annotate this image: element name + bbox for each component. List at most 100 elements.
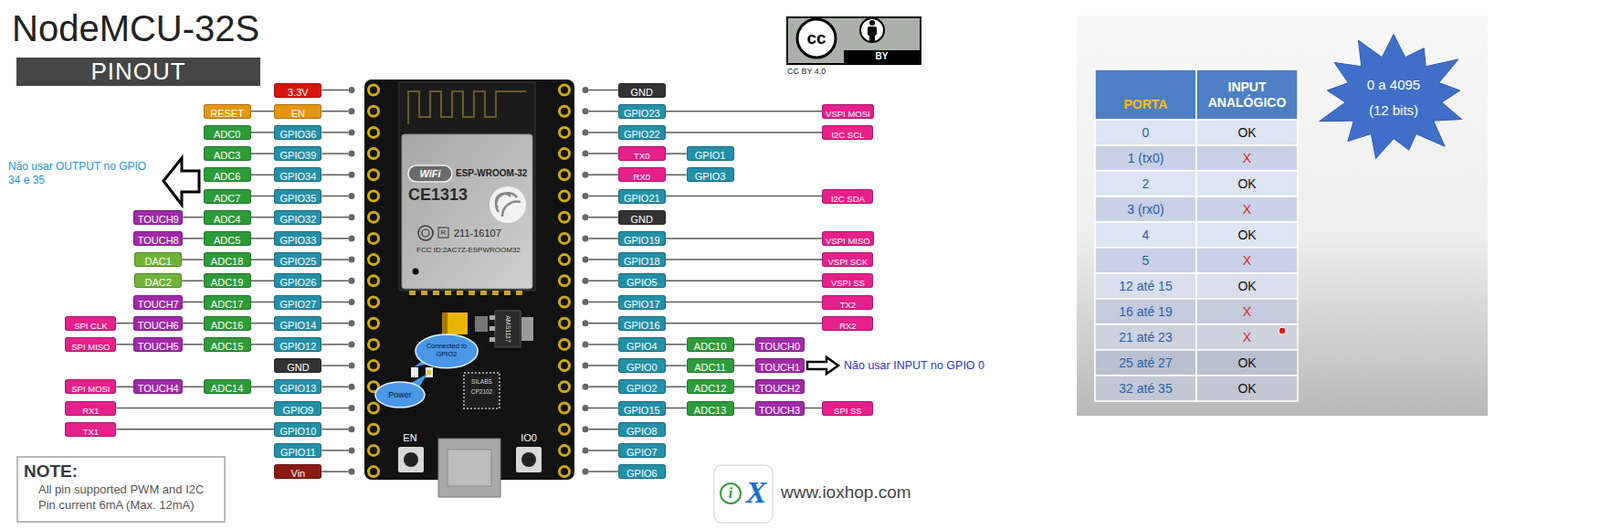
table-cell: [1094, 349, 1197, 376]
table-cell: 4: [1094, 221, 1197, 248]
callout-arrow: [163, 157, 200, 205]
pin-name: GPIO14: [280, 317, 317, 333]
pin-lead: [321, 131, 348, 134]
pin-hole: [559, 254, 570, 265]
pin-lead: [589, 322, 619, 325]
pin-hole: [368, 275, 379, 286]
pin-label: GPIO8: [618, 421, 666, 437]
pin-name: VSPI SS: [831, 275, 865, 291]
pin-dot: [582, 86, 590, 94]
module-shield: [401, 134, 533, 289]
pin-label: SPI MOSI: [64, 378, 116, 394]
pin-label: ADC6: [203, 167, 252, 182]
table-header: PORTA: [1094, 69, 1197, 120]
pin-wire: [665, 258, 823, 261]
pin-wire: [251, 343, 275, 346]
pin-hole: [368, 423, 379, 434]
table-cell: [1094, 196, 1197, 222]
module-pad: [515, 290, 523, 295]
note-text: All pin supported PWM and I2C: [23, 481, 215, 497]
pin-dot: [582, 319, 590, 327]
table-cell: [1196, 196, 1298, 222]
pin-label: TX2: [821, 294, 874, 310]
pin-label: GPIO21: [618, 189, 666, 204]
pin-name: GPIO25: [280, 253, 317, 269]
pin-wire: [251, 258, 275, 261]
pin-label: TOUCH2: [755, 378, 805, 394]
pin-name: GPIO10: [280, 423, 317, 439]
pin-dot: [582, 362, 590, 369]
pin-lead: [589, 364, 619, 367]
pin-wire: [182, 386, 203, 389]
pin-hole: [559, 275, 570, 286]
bubble-outline: [415, 334, 478, 369]
pin-lead: [321, 280, 348, 283]
pin-name: ADC12: [694, 380, 727, 396]
regulator: [521, 316, 534, 341]
table-cell: [1094, 324, 1197, 350]
pin-name: GPIO23: [623, 105, 661, 121]
pin-name: SPI CLK: [73, 318, 107, 334]
pin-wire: [665, 280, 823, 283]
pin-dot: [582, 192, 590, 200]
table-cell: OK: [1196, 170, 1298, 197]
pin-lead: [321, 470, 348, 473]
pin-dot: [348, 362, 356, 369]
license-icon: cc: [798, 27, 835, 50]
pin-label: RX1: [64, 400, 116, 416]
regulator: [494, 310, 521, 348]
pin-label: GPIO17: [618, 294, 666, 310]
pin-label: GPIO13: [273, 378, 322, 394]
pin-dot: [348, 425, 356, 432]
pin-hole: [559, 317, 570, 328]
table-cell: 21 até 23: [1094, 324, 1197, 350]
pin-name: GPIO9: [283, 402, 315, 418]
pin-lead: [589, 237, 619, 240]
pin-label: I2C SDA: [821, 189, 874, 204]
pin-wire: [665, 110, 822, 113]
pin-dot: [348, 468, 356, 475]
pin-dot: [348, 213, 356, 221]
table-cell: 2: [1094, 170, 1197, 197]
pin-name: RX0: [633, 169, 651, 185]
slide-panel: [1076, 15, 1488, 416]
pin-name: I2C SDA: [831, 191, 865, 207]
pin-hole: [559, 381, 570, 392]
pin-hole: [368, 126, 379, 137]
pin-label: SPI CLK: [64, 315, 116, 331]
pin-name: GND: [631, 211, 653, 227]
pin-name: GPIO15: [623, 402, 661, 418]
pin-label: GPIO33: [273, 231, 322, 246]
table-cell: [1196, 221, 1298, 248]
pin-wire: [181, 280, 203, 283]
pin-name: SPI MOSI: [71, 381, 110, 397]
pin-wire: [182, 322, 203, 325]
pin-label: ADC11: [686, 357, 735, 373]
pin-name: TOUCH2: [758, 380, 800, 396]
pin-label: RX2: [821, 315, 874, 331]
pin-wire: [182, 343, 203, 346]
pin-wire: [665, 174, 687, 177]
pin-hole: [368, 148, 379, 159]
pin-name: GPIO33: [280, 232, 317, 248]
module-pad: [468, 290, 475, 295]
table-cell: OK: [1196, 119, 1298, 146]
pin-dot: [348, 86, 356, 94]
pin-lead: [321, 407, 348, 410]
pin-hole: [368, 105, 379, 116]
bubble-text: Power: [388, 389, 412, 400]
table-cell: 0: [1094, 119, 1197, 146]
usb-chip: [463, 372, 500, 409]
swirl-logo: [489, 186, 527, 223]
pin-hole: [559, 360, 570, 371]
pin-label: GPIO32: [273, 210, 322, 225]
pin-label: EN: [273, 104, 322, 119]
pin-dot: [348, 256, 356, 264]
pin-dot: [582, 468, 590, 475]
pin-name: GPIO21: [623, 190, 661, 206]
pin-wire: [251, 301, 275, 304]
pin-label: GND: [273, 357, 322, 373]
pin-wire: [182, 216, 203, 219]
pin-label: GPIO18: [618, 252, 666, 267]
pin-label: GPIO39: [273, 146, 322, 161]
